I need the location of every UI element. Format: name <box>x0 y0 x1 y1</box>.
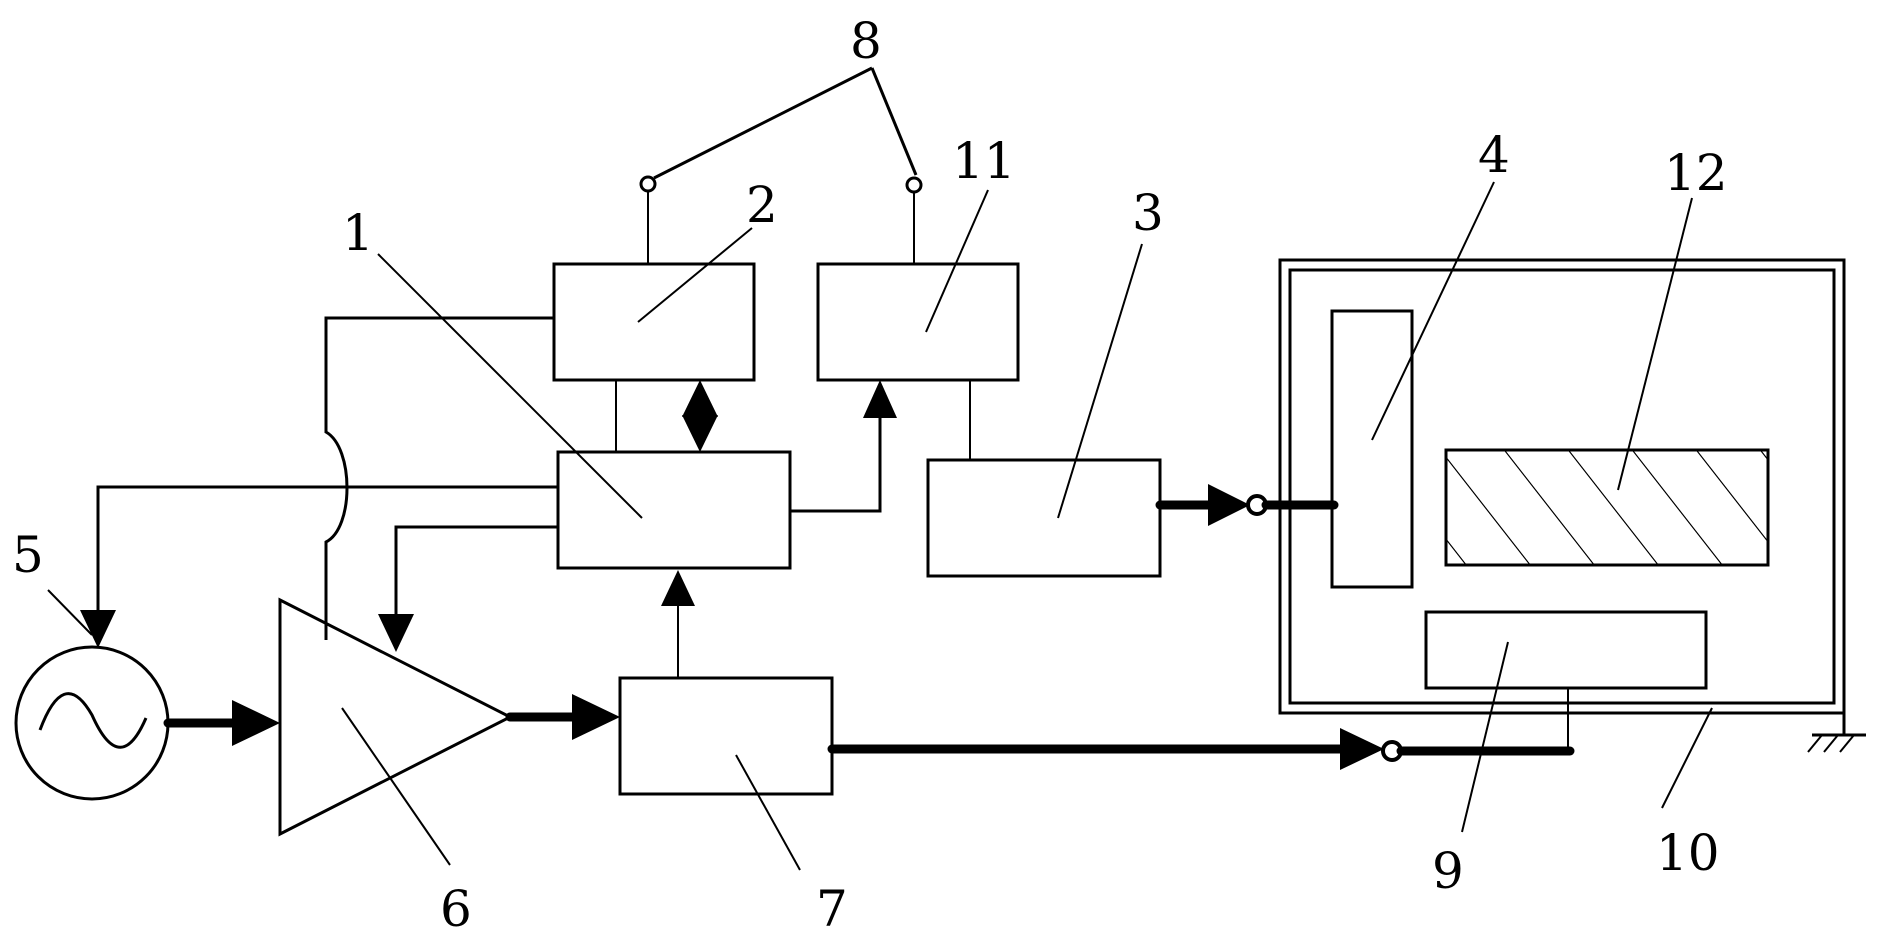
leader-11 <box>925 189 989 333</box>
signal-source-5 <box>14 645 170 801</box>
label-12: 12 <box>1664 144 1728 202</box>
arrow-3-to-4 <box>1155 484 1339 526</box>
bidirectional-arrow-2-1 <box>682 380 718 452</box>
leader-7 <box>735 754 801 871</box>
amplifier-6 <box>278 597 514 837</box>
leader-2 <box>637 227 753 323</box>
leader-5 <box>47 589 93 636</box>
leader-4 <box>1371 181 1495 441</box>
block-7 <box>618 676 834 796</box>
label-3: 3 <box>1132 184 1164 242</box>
arrow-source-to-amplifier <box>163 700 280 746</box>
leader-3 <box>1057 243 1143 519</box>
block-9 <box>1424 610 1708 690</box>
label-10: 10 <box>1656 824 1720 882</box>
arrow-amplifier-to-7 <box>505 694 620 740</box>
arrow-7-to-9 <box>827 688 1575 770</box>
leader-1 <box>377 253 643 519</box>
leader-6 <box>341 707 451 866</box>
enclosure-10 <box>1278 258 1846 715</box>
label-8: 8 <box>850 12 882 70</box>
leader-12 <box>1617 197 1693 491</box>
leader-10 <box>1661 707 1713 809</box>
hatched-block-12 <box>1444 448 1770 567</box>
arrow-1-to-source-5 <box>80 485 558 648</box>
label-5: 5 <box>12 526 44 584</box>
probe-pair-8 <box>639 66 923 264</box>
arrow-7-to-1 <box>661 570 695 678</box>
label-9: 9 <box>1432 842 1464 900</box>
block-11 <box>816 262 1020 382</box>
ground-icon <box>1807 713 1866 753</box>
label-2: 2 <box>746 176 778 234</box>
link-2-to-amplifier <box>324 316 554 640</box>
leader-9 <box>1461 641 1509 833</box>
label-1: 1 <box>342 204 374 262</box>
label-6: 6 <box>440 880 472 938</box>
label-4: 4 <box>1478 126 1510 184</box>
arrow-1-to-11 <box>790 380 897 513</box>
label-11: 11 <box>952 132 1016 190</box>
block-3 <box>926 458 1162 578</box>
arrow-1-to-amplifier-6 <box>378 525 558 652</box>
block-2 <box>552 262 756 382</box>
label-7: 7 <box>816 880 848 938</box>
block-4 <box>1330 309 1414 589</box>
